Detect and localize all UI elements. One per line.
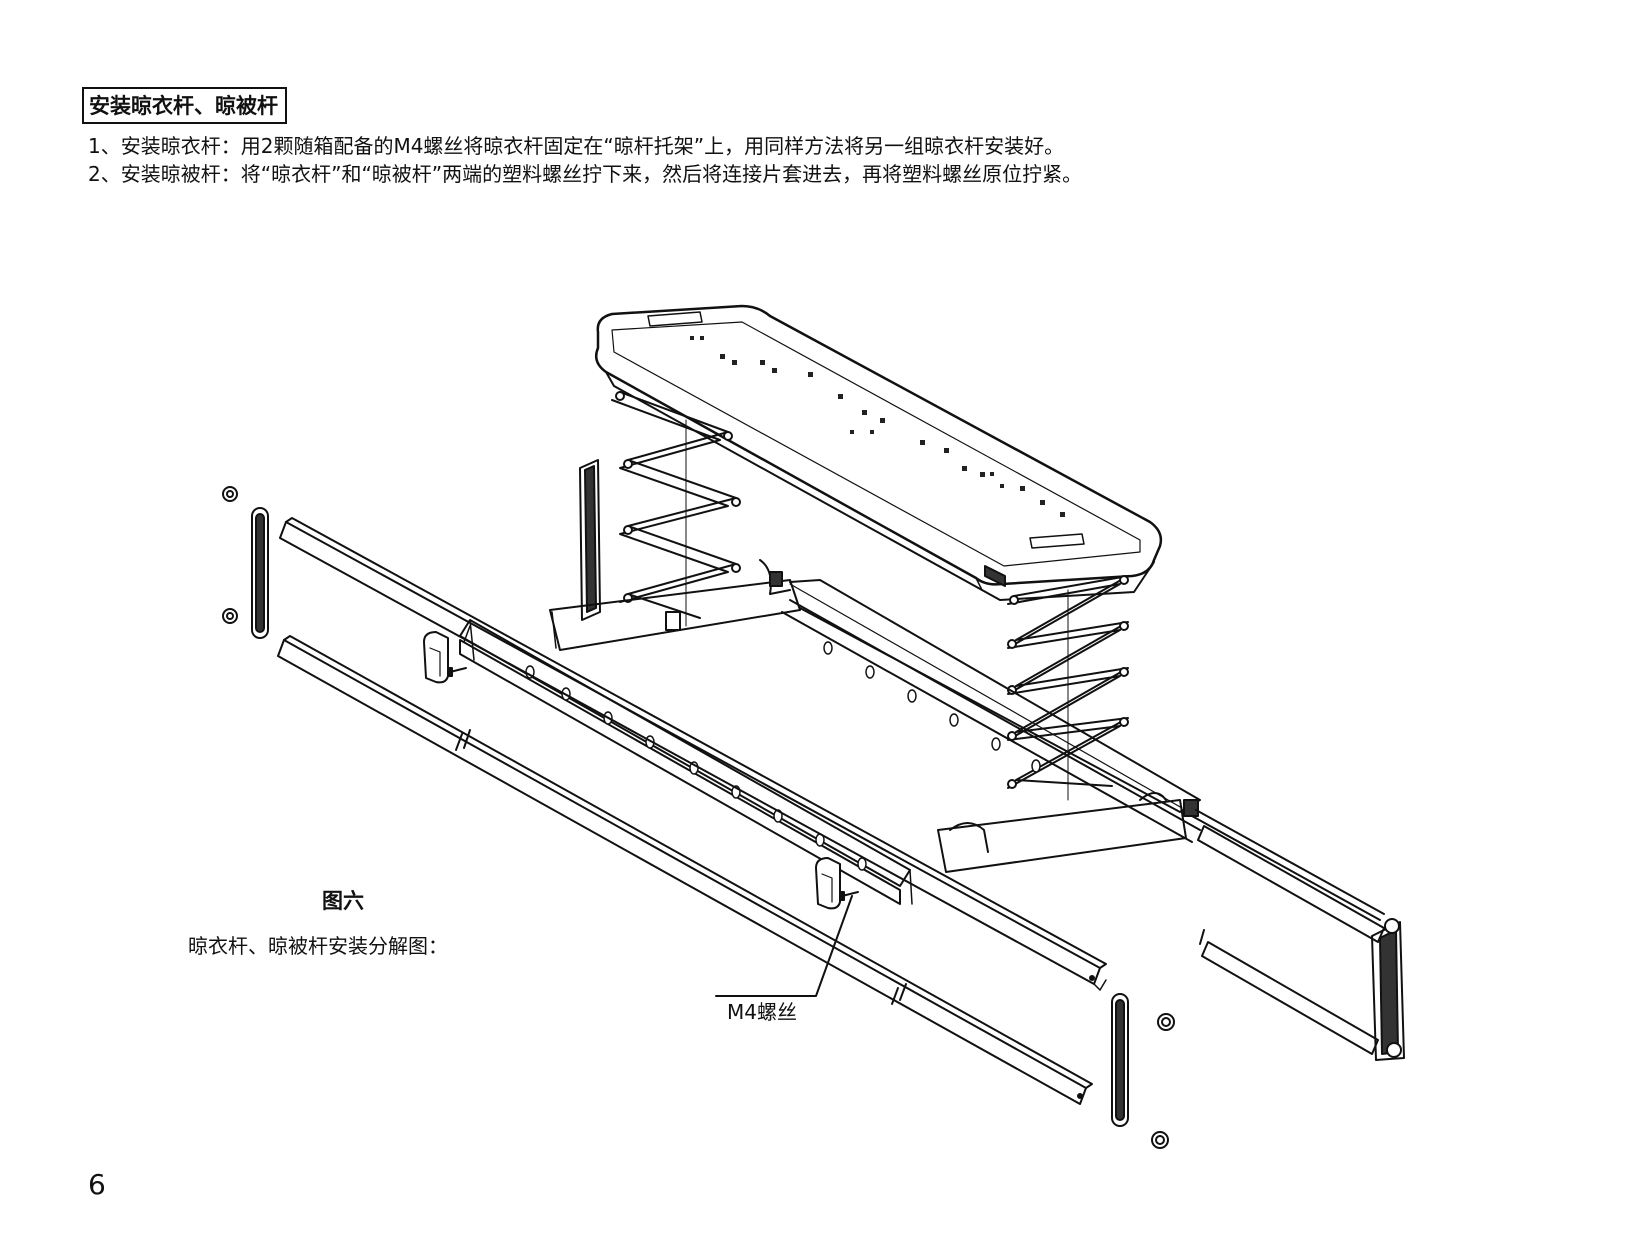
instruction-step-1: 1、安装晾衣杆：用2颗随箱配备的M4螺丝将晾衣杆固定在“晾杆托架”上，用同样方法… bbox=[88, 134, 1065, 158]
figure-title: 图六 bbox=[322, 889, 364, 913]
left-end-parts bbox=[222, 486, 467, 684]
rear-rail bbox=[549, 459, 1385, 921]
screw-callout-line bbox=[715, 895, 853, 997]
front-end-cap bbox=[815, 857, 859, 910]
figure-caption: 晾衣杆、晾被杆安装分解图： bbox=[188, 934, 448, 958]
page-number: 6 bbox=[88, 1168, 106, 1201]
right-poles bbox=[1197, 825, 1405, 1061]
section-title: 安装晾衣杆、晾被杆 bbox=[82, 87, 287, 124]
front-drying-pole bbox=[279, 517, 1107, 991]
screw-callout-label: M4螺丝 bbox=[727, 1000, 797, 1024]
right-end-parts bbox=[1111, 993, 1175, 1149]
motor-housing bbox=[595, 304, 1163, 601]
instructions: 1、安装晾衣杆：用2颗随箱配备的M4螺丝将晾衣杆固定在“晾杆托架”上，用同样方法… bbox=[88, 132, 1568, 188]
right-scissor-lift bbox=[1007, 575, 1129, 801]
instruction-step-2: 2、安装晾被杆：将“晾衣杆”和“晾被杆”两端的塑料螺丝拧下来，然后将连接片套进去… bbox=[88, 162, 1083, 186]
quilt-pole bbox=[277, 635, 1093, 1105]
